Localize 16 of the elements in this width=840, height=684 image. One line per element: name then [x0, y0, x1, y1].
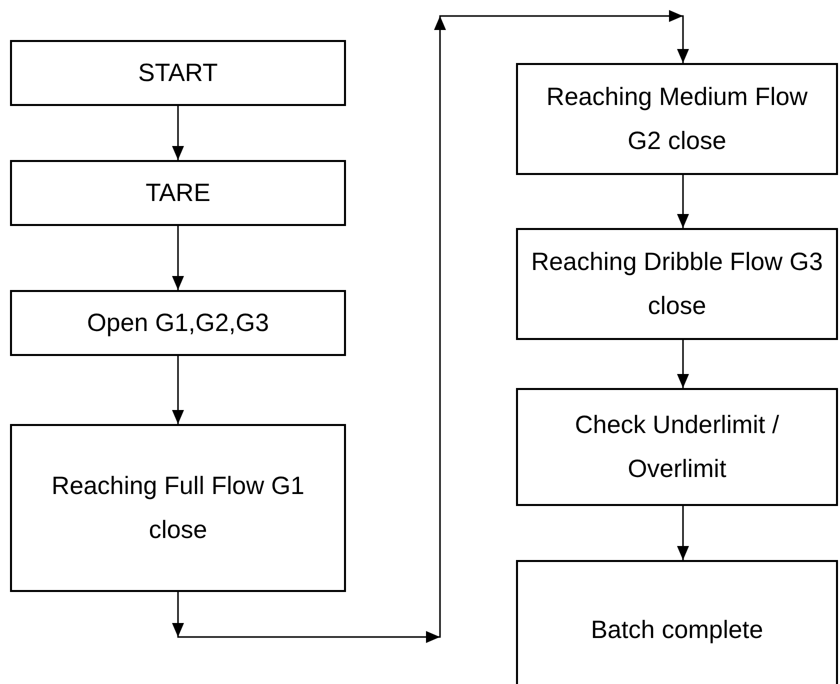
box-label: Reaching Dribble Flow G3 close: [530, 247, 824, 322]
box-label: Batch complete: [590, 615, 764, 646]
box-label: Reaching Medium Flow G2 close: [545, 82, 809, 157]
box-label: Reaching Full Flow G1 close: [50, 471, 306, 546]
box-label: Open G1,G2,G3: [86, 308, 270, 339]
process-box: [10, 424, 346, 592]
process-box: [516, 228, 838, 340]
process-box: [516, 63, 838, 175]
process-box: [516, 560, 838, 684]
process-box: [10, 290, 346, 356]
box-label: TARE: [146, 178, 210, 209]
box-label: START: [138, 58, 218, 89]
process-box: [10, 160, 346, 226]
process-box: [516, 388, 838, 506]
box-label: Check Underlimit / Overlimit: [574, 410, 780, 485]
process-box: [10, 40, 346, 106]
